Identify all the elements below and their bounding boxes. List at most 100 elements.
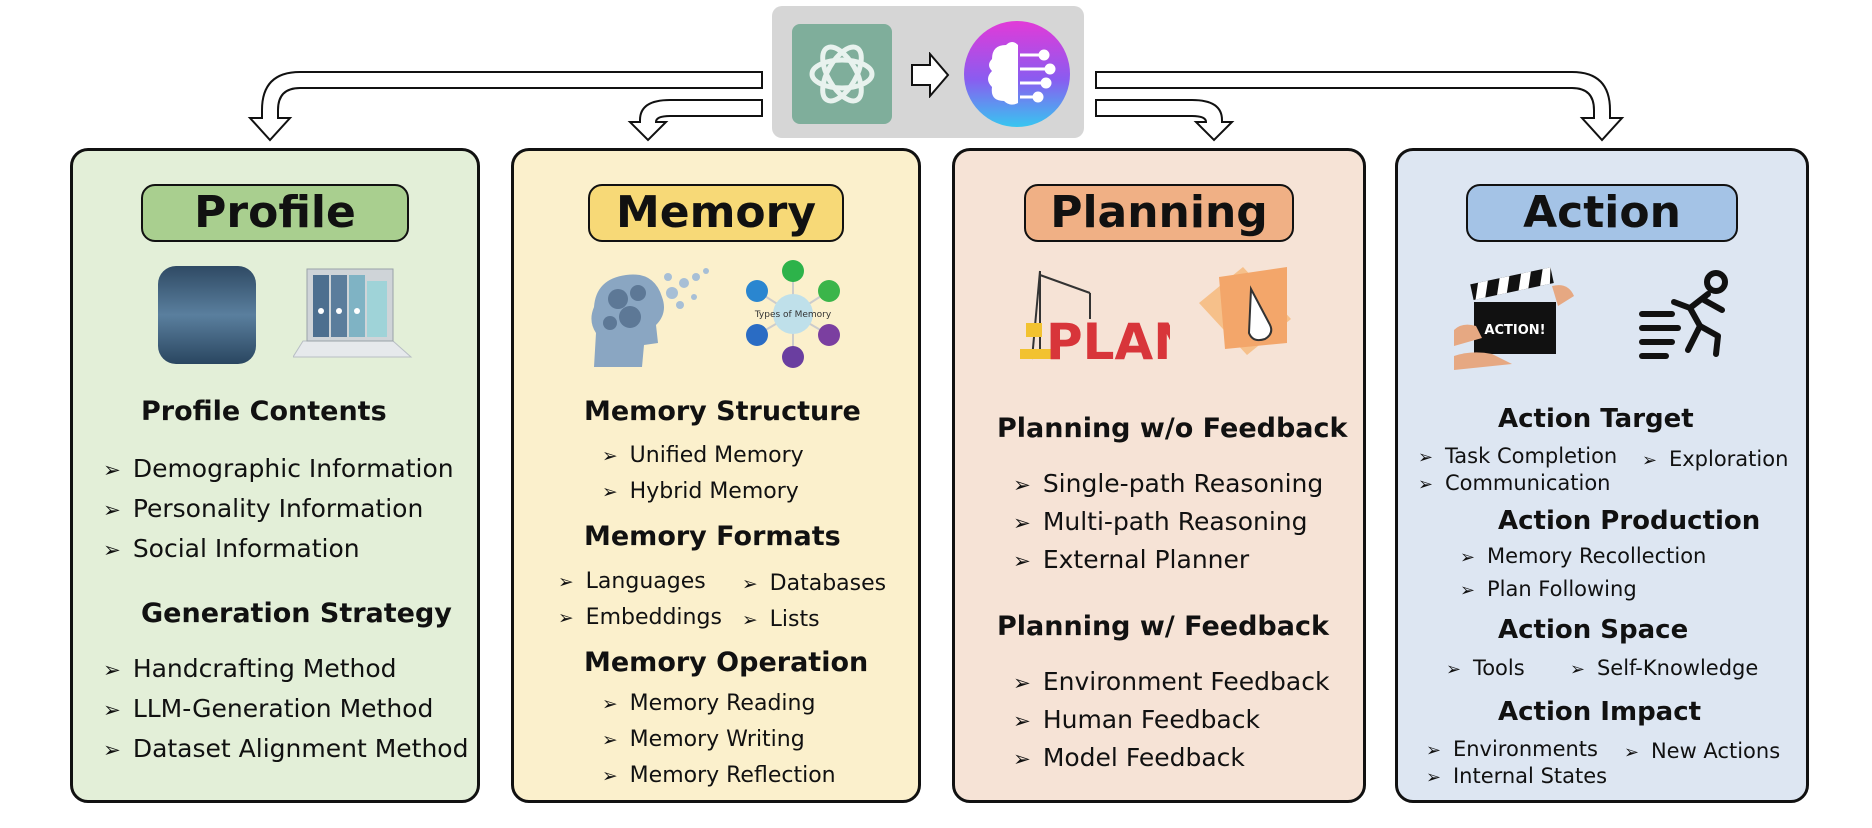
openai-logo-icon xyxy=(792,24,892,124)
arrow-bullet-icon: ➢ xyxy=(742,610,758,631)
ai-brain-icon xyxy=(964,21,1070,127)
action-production-heading: Action Production xyxy=(1498,506,1761,536)
list-item: ➢Hybrid Memory xyxy=(602,479,799,504)
clapperboard-icon: ACTION! xyxy=(1454,267,1574,370)
crane-plan-icon: PLAN xyxy=(1020,270,1170,363)
list-item: ➢Tools xyxy=(1446,656,1525,680)
arrow-to-planning xyxy=(1095,99,1235,142)
list-item: ➢LLM-Generation Method xyxy=(103,694,434,723)
memory-panel: Memory Types of Memory Memory Structure … xyxy=(511,148,921,803)
list-item: ➢Lists xyxy=(742,607,820,632)
arrow-bullet-icon: ➢ xyxy=(103,698,121,723)
user-avatar-icon xyxy=(158,266,256,364)
arrow-bullet-icon: ➢ xyxy=(103,538,121,563)
list-item: ➢Environments xyxy=(1426,737,1598,761)
arrow-bullet-icon: ➢ xyxy=(1013,473,1031,498)
right-arrow-icon xyxy=(911,52,950,98)
arrow-bullet-icon: ➢ xyxy=(1446,659,1461,680)
list-item: ➢Languages xyxy=(558,569,706,594)
arrow-bullet-icon: ➢ xyxy=(1642,450,1657,471)
action-space-heading: Action Space xyxy=(1498,615,1689,645)
arrow-bullet-icon: ➢ xyxy=(602,730,618,751)
crane-plan-label: PLAN xyxy=(1046,313,1170,363)
types-of-memory-label: Types of Memory xyxy=(754,310,832,320)
arrow-to-action xyxy=(1095,71,1625,142)
list-item: ➢Dataset Alignment Method xyxy=(103,734,469,763)
arrow-to-memory xyxy=(627,99,763,142)
list-item: ➢Internal States xyxy=(1426,764,1608,788)
memory-structure-heading: Memory Structure xyxy=(584,396,861,427)
planning-title: Planning xyxy=(1024,184,1294,242)
memory-formats-heading: Memory Formats xyxy=(584,521,841,552)
list-item: ➢Multi-path Reasoning xyxy=(1013,507,1308,536)
profile-panel: Profile Profile Contents ➢Demographic In… xyxy=(70,148,480,803)
arrow-bullet-icon: ➢ xyxy=(103,658,121,683)
running-person-icon xyxy=(1639,270,1728,359)
action-panel: Action ACTION! Action Target ➢Task Compl… xyxy=(1395,148,1809,803)
list-item: ➢Demographic Information xyxy=(103,454,454,483)
planning-panel: Planning PLAN Planning w/o Feedback ➢Sin… xyxy=(952,148,1366,803)
arrow-bullet-icon: ➢ xyxy=(103,498,121,523)
list-item: ➢Single-path Reasoning xyxy=(1013,469,1324,498)
laptop-folders-icon xyxy=(293,268,413,358)
list-item: ➢Exploration xyxy=(1642,447,1789,471)
list-item: ➢Environment Feedback xyxy=(1013,667,1330,696)
arrow-bullet-icon: ➢ xyxy=(103,738,121,763)
arrow-bullet-icon: ➢ xyxy=(1460,580,1475,601)
list-item: ➢Embeddings xyxy=(558,605,722,630)
list-item: ➢Databases xyxy=(742,571,887,596)
arrow-bullet-icon: ➢ xyxy=(1013,511,1031,536)
types-of-memory-diagram-icon: Types of Memory xyxy=(746,260,840,368)
arrow-bullet-icon: ➢ xyxy=(602,482,618,503)
arrow-bullet-icon: ➢ xyxy=(602,766,618,787)
memory-operation-heading: Memory Operation xyxy=(584,647,869,678)
list-item: ➢Plan Following xyxy=(1460,577,1637,601)
list-item: ➢External Planner xyxy=(1013,545,1250,574)
generation-strategy-heading: Generation Strategy xyxy=(141,598,452,629)
list-item: ➢New Actions xyxy=(1624,739,1781,763)
arrow-bullet-icon: ➢ xyxy=(1426,767,1441,788)
list-item: ➢Memory Recollection xyxy=(1460,544,1707,568)
list-item: ➢Human Feedback xyxy=(1013,705,1260,734)
arrow-bullet-icon: ➢ xyxy=(1426,740,1441,761)
arrow-bullet-icon: ➢ xyxy=(1013,747,1031,772)
arrow-bullet-icon: ➢ xyxy=(1460,547,1475,568)
arrow-bullet-icon: ➢ xyxy=(1418,447,1433,468)
arrow-bullet-icon: ➢ xyxy=(558,572,574,593)
action-impact-heading: Action Impact xyxy=(1498,697,1702,727)
list-item: ➢Communication xyxy=(1418,471,1611,495)
list-item: ➢Social Information xyxy=(103,534,360,563)
list-item: ➢Memory Reflection xyxy=(602,763,836,788)
action-title: Action xyxy=(1466,184,1738,242)
hand-paper-icon xyxy=(1199,267,1291,355)
list-item: ➢Self-Knowledge xyxy=(1570,656,1759,680)
action-target-heading: Action Target xyxy=(1498,404,1694,434)
arrow-bullet-icon: ➢ xyxy=(558,608,574,629)
arrow-bullet-icon: ➢ xyxy=(742,574,758,595)
arrow-bullet-icon: ➢ xyxy=(1013,671,1031,696)
arrow-bullet-icon: ➢ xyxy=(1013,709,1031,734)
arrow-bullet-icon: ➢ xyxy=(1418,474,1433,495)
arrow-bullet-icon: ➢ xyxy=(602,446,618,467)
profile-title: Profile xyxy=(141,184,409,242)
planning-without-feedback-heading: Planning w/o Feedback xyxy=(997,413,1348,444)
profile-contents-heading: Profile Contents xyxy=(141,396,387,427)
memory-title: Memory xyxy=(588,184,844,242)
planning-with-feedback-heading: Planning w/ Feedback xyxy=(997,611,1329,642)
arrow-bullet-icon: ➢ xyxy=(602,694,618,715)
clapperboard-label: ACTION! xyxy=(1484,323,1545,338)
arrow-bullet-icon: ➢ xyxy=(1570,659,1585,680)
brain-gears-icon xyxy=(591,268,709,367)
arrow-bullet-icon: ➢ xyxy=(1013,549,1031,574)
list-item: ➢Memory Writing xyxy=(602,727,805,752)
list-item: ➢Unified Memory xyxy=(602,443,804,468)
list-item: ➢Model Feedback xyxy=(1013,743,1245,772)
list-item: ➢Handcrafting Method xyxy=(103,654,397,683)
list-item: ➢Memory Reading xyxy=(602,691,816,716)
list-item: ➢Personality Information xyxy=(103,494,424,523)
arrow-bullet-icon: ➢ xyxy=(103,458,121,483)
list-item: ➢Task Completion xyxy=(1418,444,1618,468)
arrow-to-profile xyxy=(247,71,763,142)
arrow-bullet-icon: ➢ xyxy=(1624,742,1639,763)
